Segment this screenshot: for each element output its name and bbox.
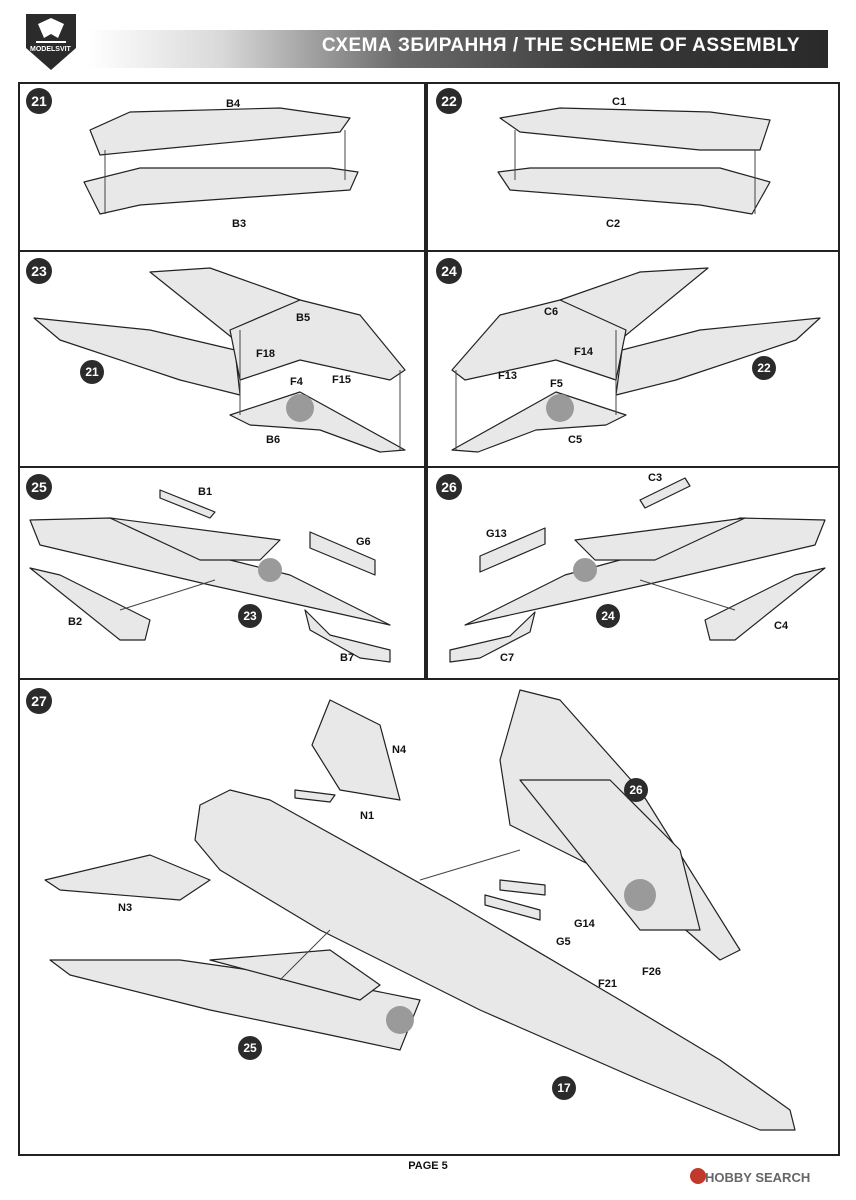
step-number: 27 bbox=[26, 688, 52, 714]
step-reference: 23 bbox=[238, 604, 262, 628]
part-label-b1: B1 bbox=[198, 486, 213, 498]
page-number: PAGE 5 bbox=[408, 1160, 448, 1172]
part-label-b7: B7 bbox=[340, 652, 355, 664]
watermark: HOBBY SEARCH bbox=[705, 1170, 811, 1185]
part-label-c2: C2 bbox=[606, 218, 621, 230]
step-reference: 26 bbox=[624, 778, 648, 802]
step-number: 21 bbox=[26, 88, 52, 114]
part-label-f4: F4 bbox=[290, 376, 303, 388]
brand-text: MODELSVIT bbox=[30, 46, 71, 53]
part-label-f21: F21 bbox=[598, 978, 617, 990]
step-reference: 24 bbox=[596, 604, 620, 628]
part-label-f14: F14 bbox=[574, 346, 593, 358]
part-label-c5: C5 bbox=[568, 434, 583, 446]
part-label-c6: C6 bbox=[544, 306, 559, 318]
modelsvit-logo: MODELSVIT bbox=[18, 8, 84, 74]
hobbysearch-logo-icon bbox=[690, 1168, 706, 1184]
part-label-b4: B4 bbox=[226, 98, 241, 110]
part-label-c4: C4 bbox=[774, 620, 789, 632]
part-label-f15: F15 bbox=[332, 374, 351, 386]
step-number: 25 bbox=[26, 474, 52, 500]
part-label-c1: C1 bbox=[612, 96, 627, 108]
step-number: 23 bbox=[26, 258, 52, 284]
part-label-g6: G6 bbox=[356, 536, 371, 548]
step-number: 24 bbox=[436, 258, 462, 284]
part-label-b3: B3 bbox=[232, 218, 247, 230]
part-label-n1: N1 bbox=[360, 810, 375, 822]
step-number: 22 bbox=[436, 88, 462, 114]
panel-step-21 bbox=[18, 82, 426, 252]
part-label-c3: C3 bbox=[648, 472, 663, 484]
page-title: СХЕМА ЗБИРАННЯ / THE SCHEME OF ASSEMBLY bbox=[321, 35, 800, 56]
part-label-b2: B2 bbox=[68, 616, 83, 628]
part-label-f13: F13 bbox=[498, 370, 517, 382]
part-label-f5: F5 bbox=[550, 378, 563, 390]
part-label-n4: N4 bbox=[392, 744, 407, 756]
step-reference: 21 bbox=[80, 360, 104, 384]
part-label-g13: G13 bbox=[486, 528, 507, 540]
part-label-c7: C7 bbox=[500, 652, 515, 664]
step-reference: 17 bbox=[552, 1076, 576, 1100]
part-label-b5: B5 bbox=[296, 312, 311, 324]
part-label-g14: G14 bbox=[574, 918, 595, 930]
part-label-g5: G5 bbox=[556, 936, 571, 948]
part-label-f18: F18 bbox=[256, 348, 275, 360]
part-label-n3: N3 bbox=[118, 902, 133, 914]
step-reference: 22 bbox=[752, 356, 776, 380]
page-header: СХЕМА ЗБИРАННЯ / THE SCHEME OF ASSEMBLY bbox=[88, 30, 828, 68]
part-label-f26: F26 bbox=[642, 966, 661, 978]
step-reference: 25 bbox=[238, 1036, 262, 1060]
step-number: 26 bbox=[436, 474, 462, 500]
part-label-b6: B6 bbox=[266, 434, 281, 446]
